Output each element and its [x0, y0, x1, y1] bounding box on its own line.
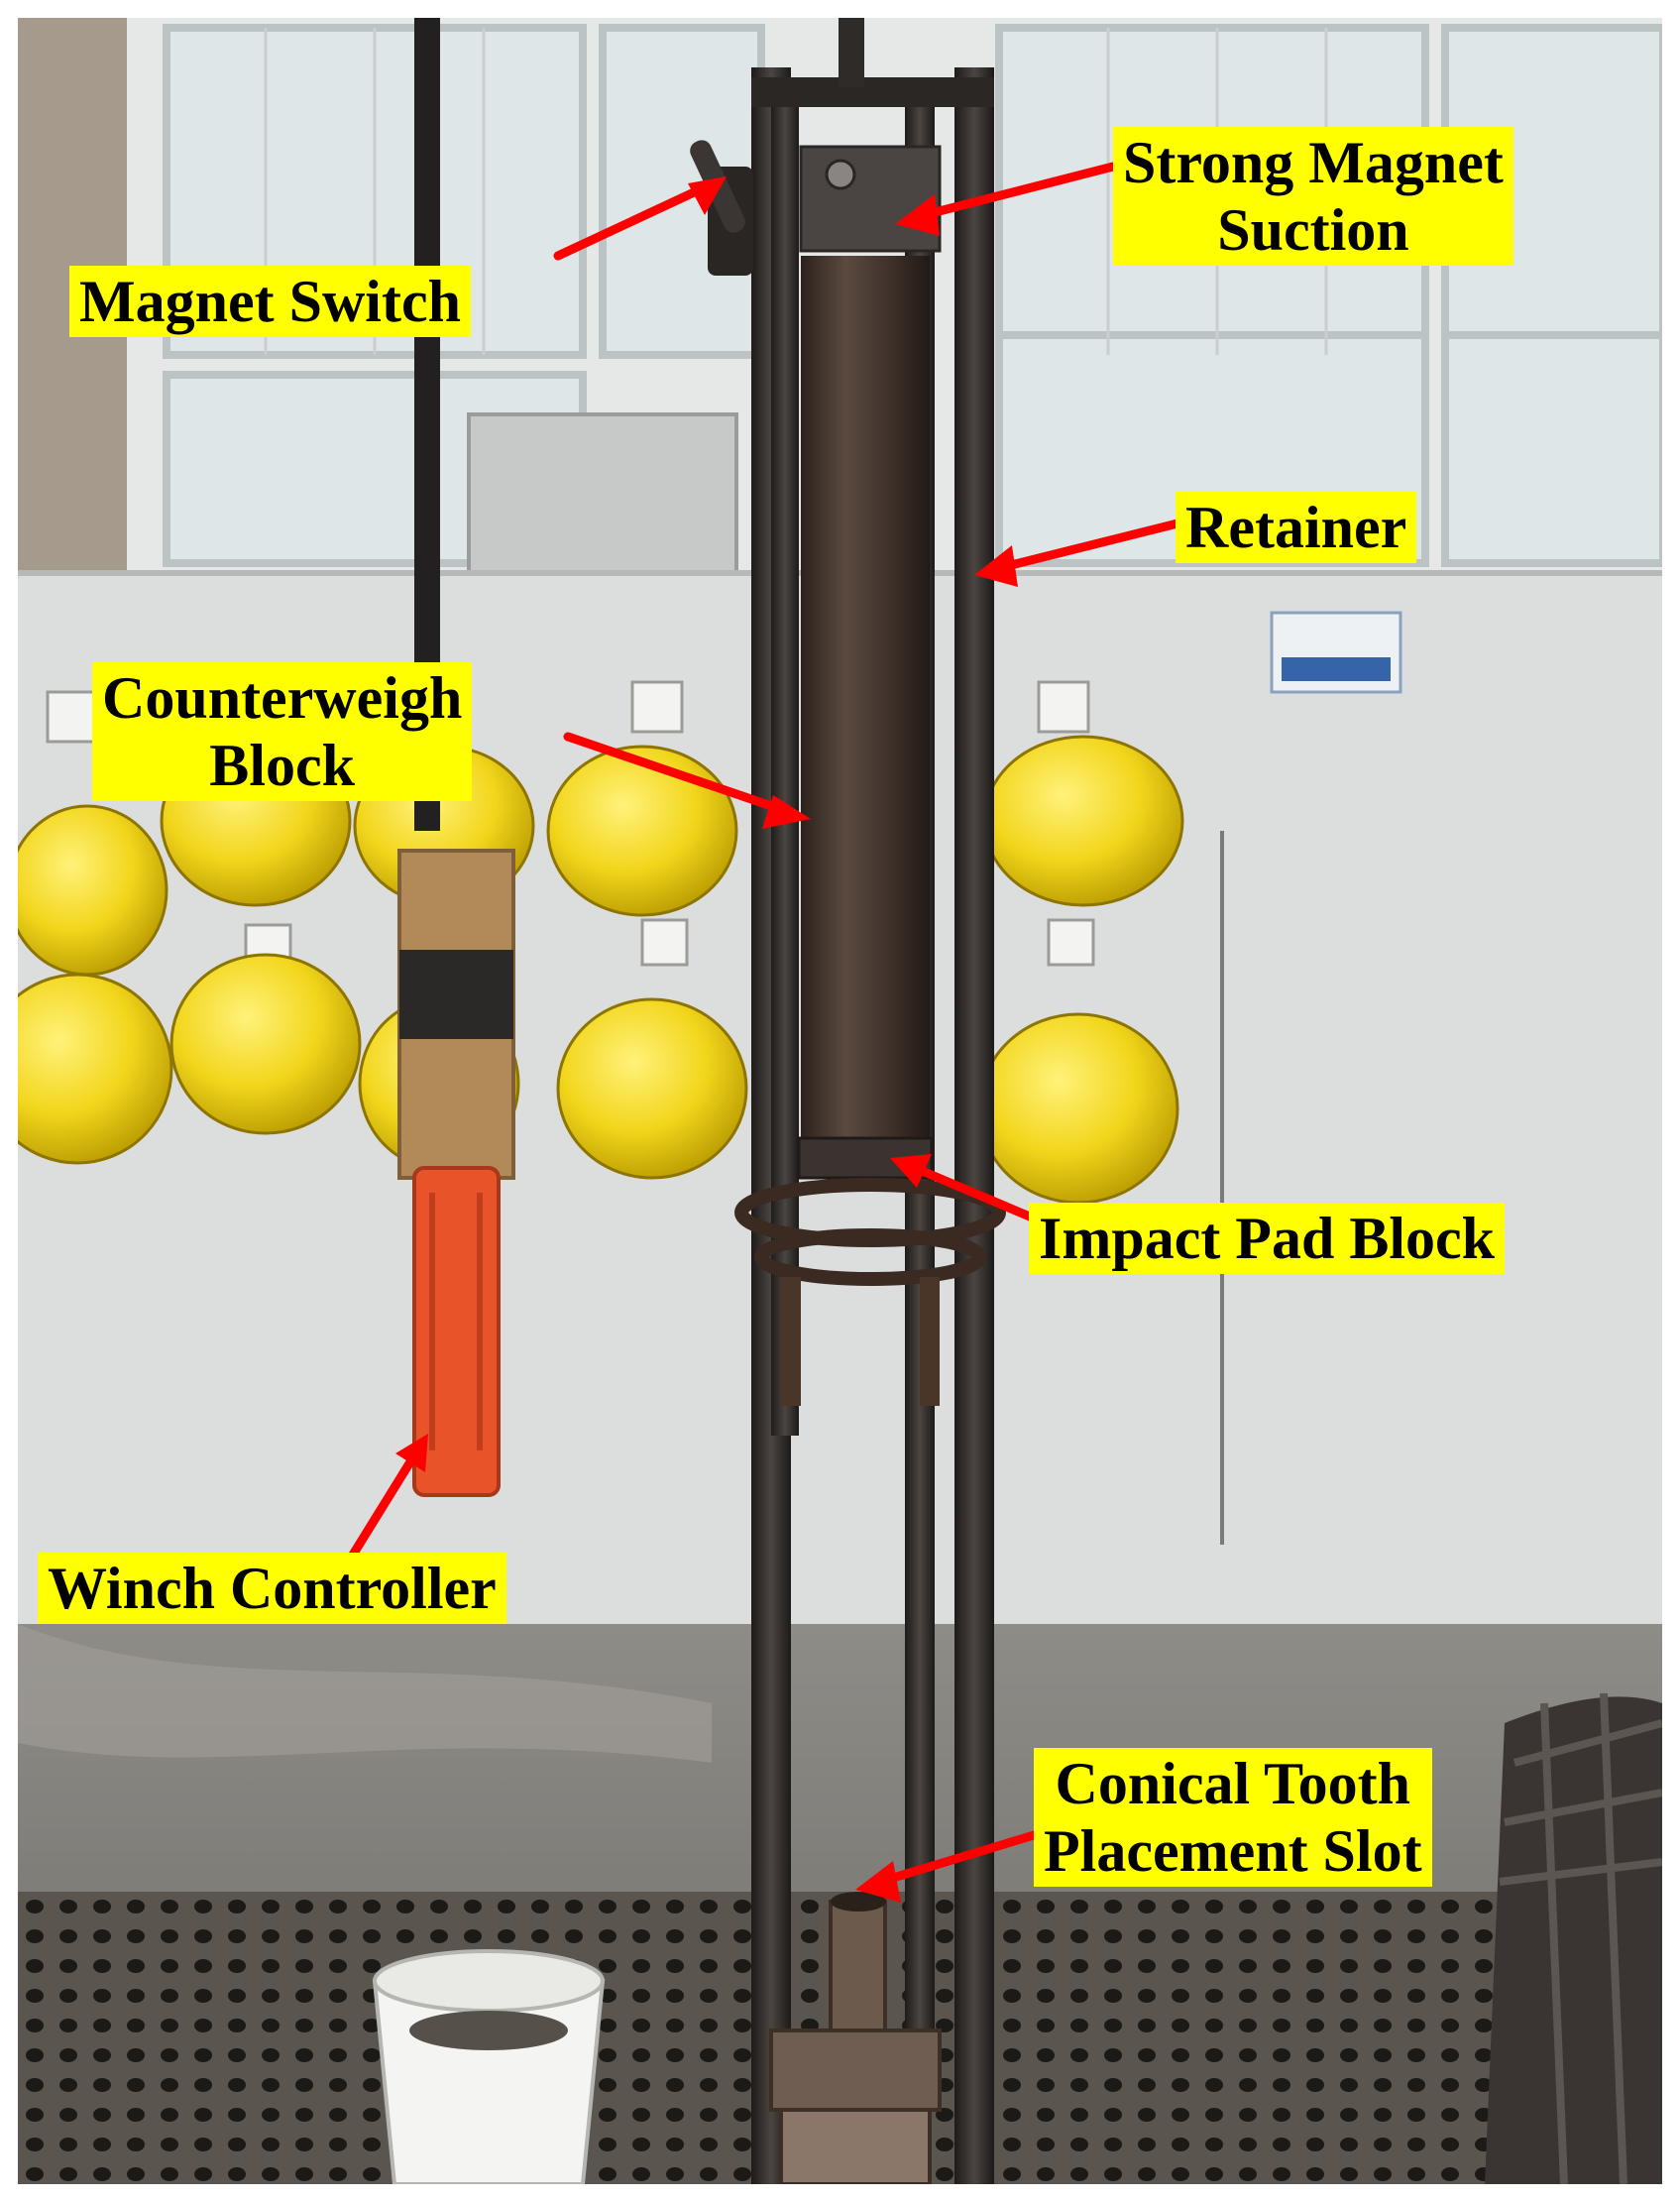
photo-frame: Strong Magnet Suction Magnet Switch Reta…	[18, 18, 1662, 2184]
winch-controller-label: Winch Controller	[38, 1553, 506, 1624]
strong-magnet-line2: Suction	[1217, 197, 1409, 263]
retainer-label: Retainer	[1176, 492, 1417, 563]
workshop-photo	[18, 18, 1662, 2184]
conical-tooth-line1: Conical Tooth	[1055, 1751, 1410, 1816]
conical-tooth-line2: Placement Slot	[1044, 1818, 1422, 1884]
strong-magnet-line1: Strong Magnet	[1123, 130, 1504, 195]
counterweight-line2: Block	[209, 733, 355, 798]
counterweight-block-label: Counterweigh Block	[92, 662, 473, 801]
conical-tooth-placement-slot-label: Conical Tooth Placement Slot	[1034, 1748, 1432, 1887]
counterweight-line1: Counterweigh	[102, 665, 463, 731]
strong-magnet-suction-label: Strong Magnet Suction	[1113, 127, 1513, 266]
magnet-switch-label: Magnet Switch	[69, 266, 471, 337]
impact-pad-block-label: Impact Pad Block	[1029, 1203, 1506, 1274]
